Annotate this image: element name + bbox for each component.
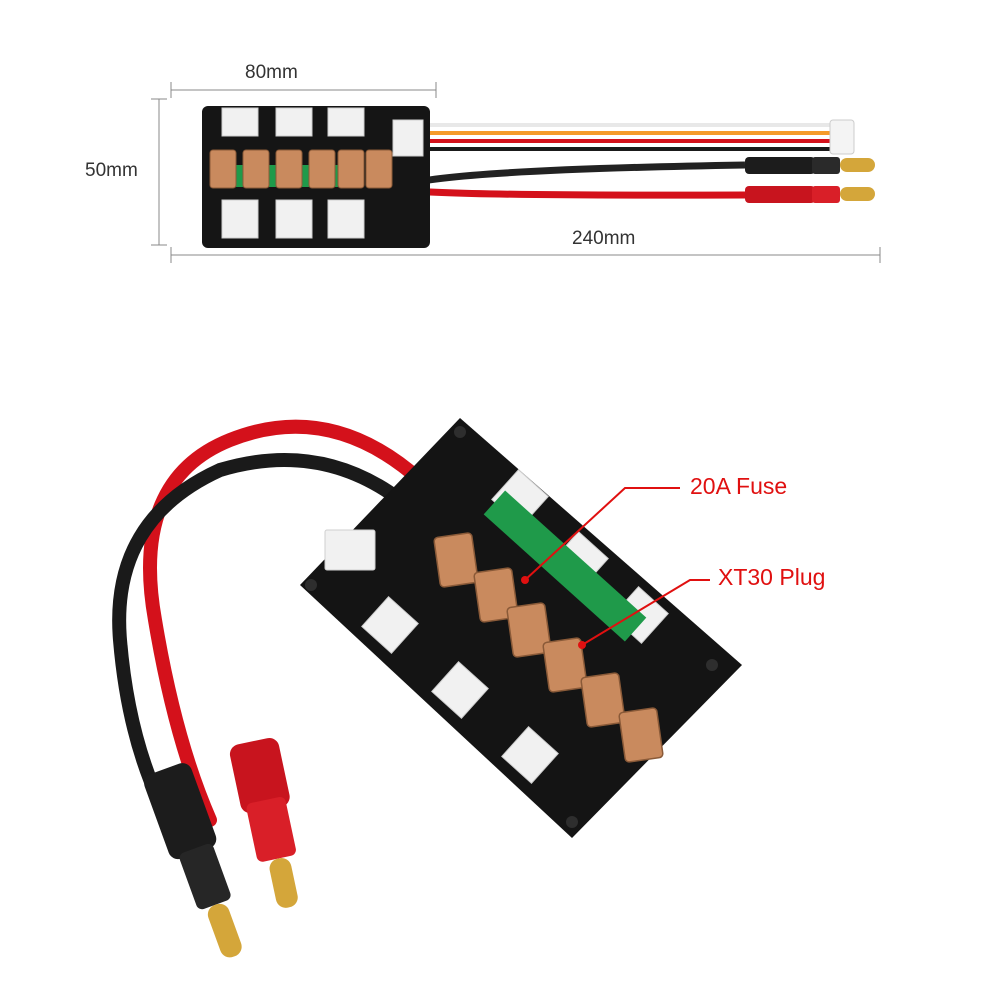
fuse-callout-label: 20A Fuse [690,473,788,499]
angled-board [300,418,742,838]
height-dimension-label: 50mm [85,160,138,181]
main-cables [112,419,427,847]
width-dimension-label: 80mm [245,62,298,83]
length-dimension-label: 240mm [572,228,636,249]
dimension-lines [151,82,881,263]
callout-lines [521,487,710,649]
red-banana-plug [229,737,298,908]
plug-callout-label: XT30 Plug [718,564,826,590]
top-view-board [202,106,430,248]
top-view-wires [403,119,875,203]
black-banana-plug [144,763,242,958]
